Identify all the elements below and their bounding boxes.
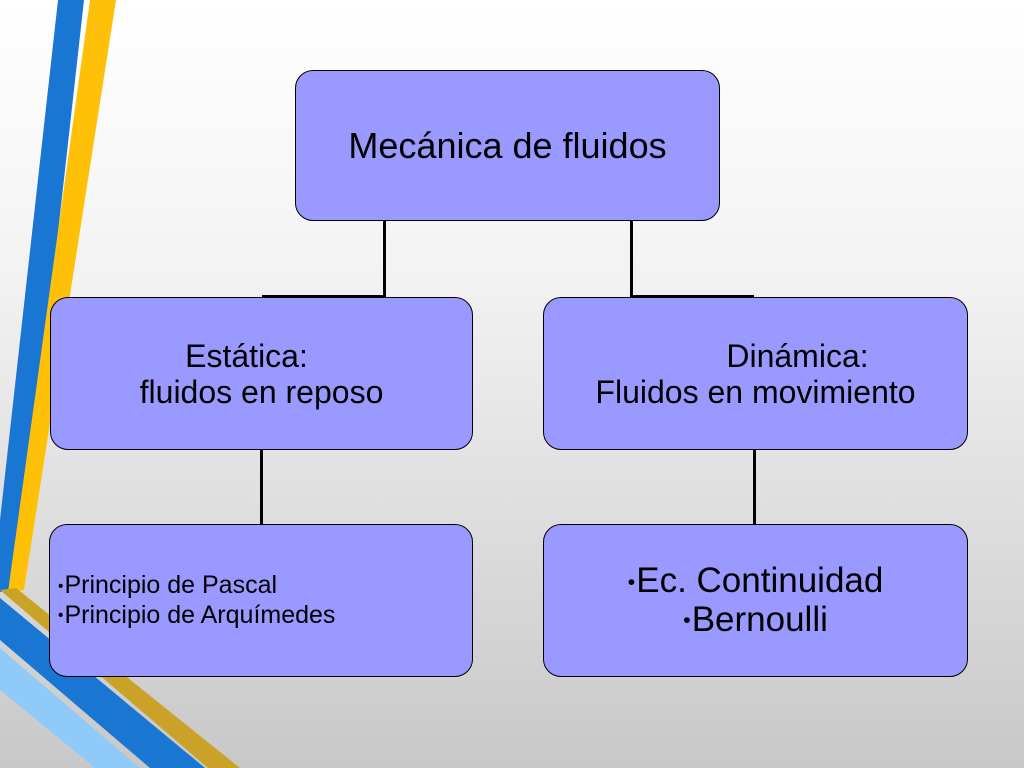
dynamic-item: •Ec. Continuidad (627, 561, 884, 601)
light-stripe-bottom (0, 648, 140, 768)
dynamic-node-title: Dinámica: (726, 337, 869, 374)
connector-root-left-stub (262, 295, 386, 298)
bullet-icon: • (683, 606, 691, 632)
bullet-icon: • (58, 606, 64, 624)
connector-dynamic-to-items (753, 449, 756, 525)
static-items-node: •Principio de Pascal •Principio de Arquí… (49, 524, 473, 677)
connector-root-left (383, 221, 386, 297)
static-node-title: Estática: (185, 337, 308, 374)
connector-root-right (630, 221, 633, 297)
bullet-icon: • (627, 568, 636, 594)
dynamic-node: Dinámica: Fluidos en movimiento (543, 297, 968, 450)
root-node-label: Mecánica de fluidos (348, 124, 667, 166)
bullet-icon: • (58, 577, 64, 595)
static-node-subtitle: fluidos en reposo (139, 373, 384, 410)
dynamic-item: •Bernoulli (683, 599, 828, 639)
dynamic-items-node: •Ec. Continuidad •Bernoulli (543, 524, 968, 677)
blue-stripe-left (0, 0, 84, 592)
connector-root-right-stub (630, 295, 754, 298)
static-node: Estática: fluidos en reposo (50, 297, 473, 450)
static-item: •Principio de Pascal (58, 571, 278, 600)
connector-static-to-items (260, 449, 263, 525)
root-node: Mecánica de fluidos (295, 70, 720, 221)
dynamic-node-subtitle: Fluidos en movimiento (595, 373, 916, 410)
static-item: •Principio de Arquímedes (58, 600, 336, 629)
yellow-stripe-left (8, 0, 116, 592)
